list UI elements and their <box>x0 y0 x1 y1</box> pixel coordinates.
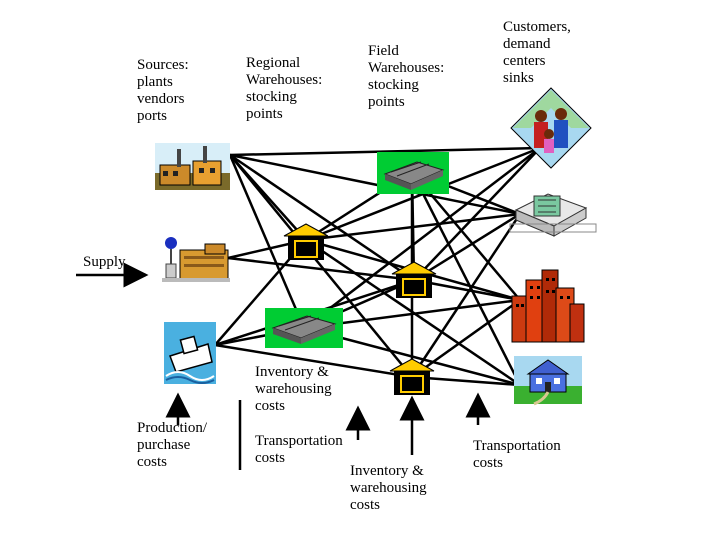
edge-fw2-off <box>410 213 522 378</box>
city-skyline-icon <box>511 269 585 343</box>
cost-arrows <box>76 262 491 470</box>
house-icon <box>514 356 582 406</box>
office-building-icon <box>509 193 597 237</box>
edge-rw3-fam <box>303 147 541 329</box>
customers-label: Customers, demand centers sinks <box>503 19 571 86</box>
transportation-costs-label-2: Transportation costs <box>473 438 561 471</box>
factory-icon <box>155 143 230 190</box>
regional-warehouse-2-icon <box>283 223 329 260</box>
regional-warehouse-3-icon <box>265 308 343 348</box>
edge-fw2-city <box>411 298 521 379</box>
inventory-costs-label-2: Inventory & warehousing costs <box>350 463 427 513</box>
edge-fac-off <box>229 153 521 216</box>
production-costs-label: Production/ purchase costs <box>137 420 207 470</box>
field-warehouse-2-icon <box>389 358 435 395</box>
inventory-costs-label-1: Inventory & warehousing costs <box>255 364 332 414</box>
cargo-ship-icon <box>164 322 216 384</box>
family-icon <box>510 87 592 169</box>
edge-fac-fw2 <box>229 154 413 378</box>
edge-fac-fam <box>229 146 541 157</box>
edge-ship-fw2 <box>214 343 413 379</box>
field-warehouse-1-icon <box>391 261 437 298</box>
edge-fac-rw3 <box>228 154 306 329</box>
transportation-costs-label-1: Transportation costs <box>255 433 343 466</box>
regional-warehouse-1-icon <box>377 152 449 194</box>
edge-fw1-off <box>413 212 521 282</box>
edge-rw2-house <box>305 238 521 387</box>
supply-label: Supply <box>83 254 126 270</box>
regional-warehouses-label: Regional Warehouses: stocking points <box>246 55 323 122</box>
edge-tow-fw1 <box>227 256 415 282</box>
edge-rw2-off <box>305 212 521 242</box>
sources-label: Sources: plants vendors ports <box>137 57 189 124</box>
field-warehouses-label: Field Warehouses: stocking points <box>368 43 445 110</box>
edge-fw1-fam <box>413 147 541 281</box>
water-tower-plant-icon <box>162 237 230 282</box>
edge-rw1-house <box>410 171 522 386</box>
edge-fac-fw1 <box>229 153 415 282</box>
